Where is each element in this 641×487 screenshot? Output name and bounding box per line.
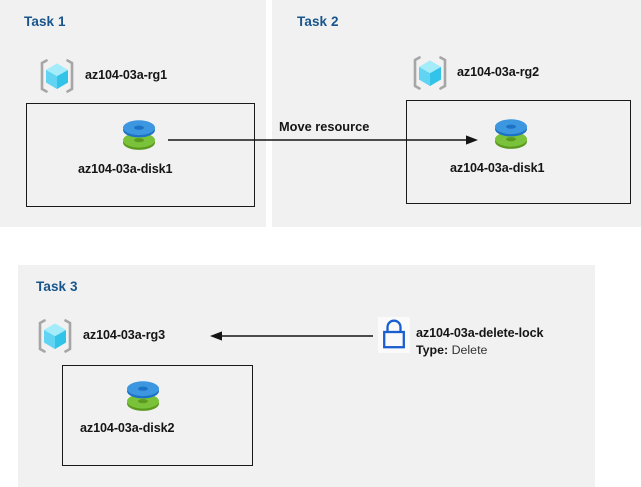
resource-label-disk1-task2: az104-03a-disk1 (450, 161, 545, 175)
lock-type-label: Type: Delete (416, 343, 487, 357)
lock-type-key: Type: (416, 343, 449, 357)
resource-label-disk2-task3: az104-03a-disk2 (80, 421, 175, 435)
lock-type-value: Delete (451, 343, 488, 357)
azure-resource-group-icon (34, 315, 76, 357)
azure-disk-icon (118, 114, 160, 154)
resource-box-task-2 (406, 100, 631, 204)
azure-disk-icon (122, 375, 164, 415)
resource-box-task-1 (26, 103, 255, 207)
lock-name-label: az104-03a-delete-lock (416, 326, 544, 340)
panel-task-3-title: Task 3 (36, 279, 78, 294)
panel-task-2-title: Task 2 (297, 14, 339, 29)
resource-group-label-rg3: az104-03a-rg3 (83, 328, 166, 342)
resource-group-label-rg2: az104-03a-rg2 (457, 65, 540, 79)
move-resource-arrow (168, 135, 478, 145)
azure-disk-icon (490, 113, 532, 153)
resource-label-disk1-task1: az104-03a-disk1 (78, 162, 173, 176)
move-resource-label: Move resource (279, 119, 370, 134)
panel-task-3 (18, 265, 595, 487)
panel-task-1-title: Task 1 (24, 14, 66, 29)
panel-task-1 (0, 0, 266, 227)
azure-resource-group-icon (409, 52, 451, 94)
resource-box-task-3 (62, 365, 253, 466)
panel-task-2 (272, 0, 641, 227)
azure-resource-group-icon (36, 55, 78, 97)
resource-group-label-rg1: az104-03a-rg1 (85, 68, 168, 82)
lock-arrow (210, 331, 373, 341)
padlock-icon (378, 317, 410, 353)
